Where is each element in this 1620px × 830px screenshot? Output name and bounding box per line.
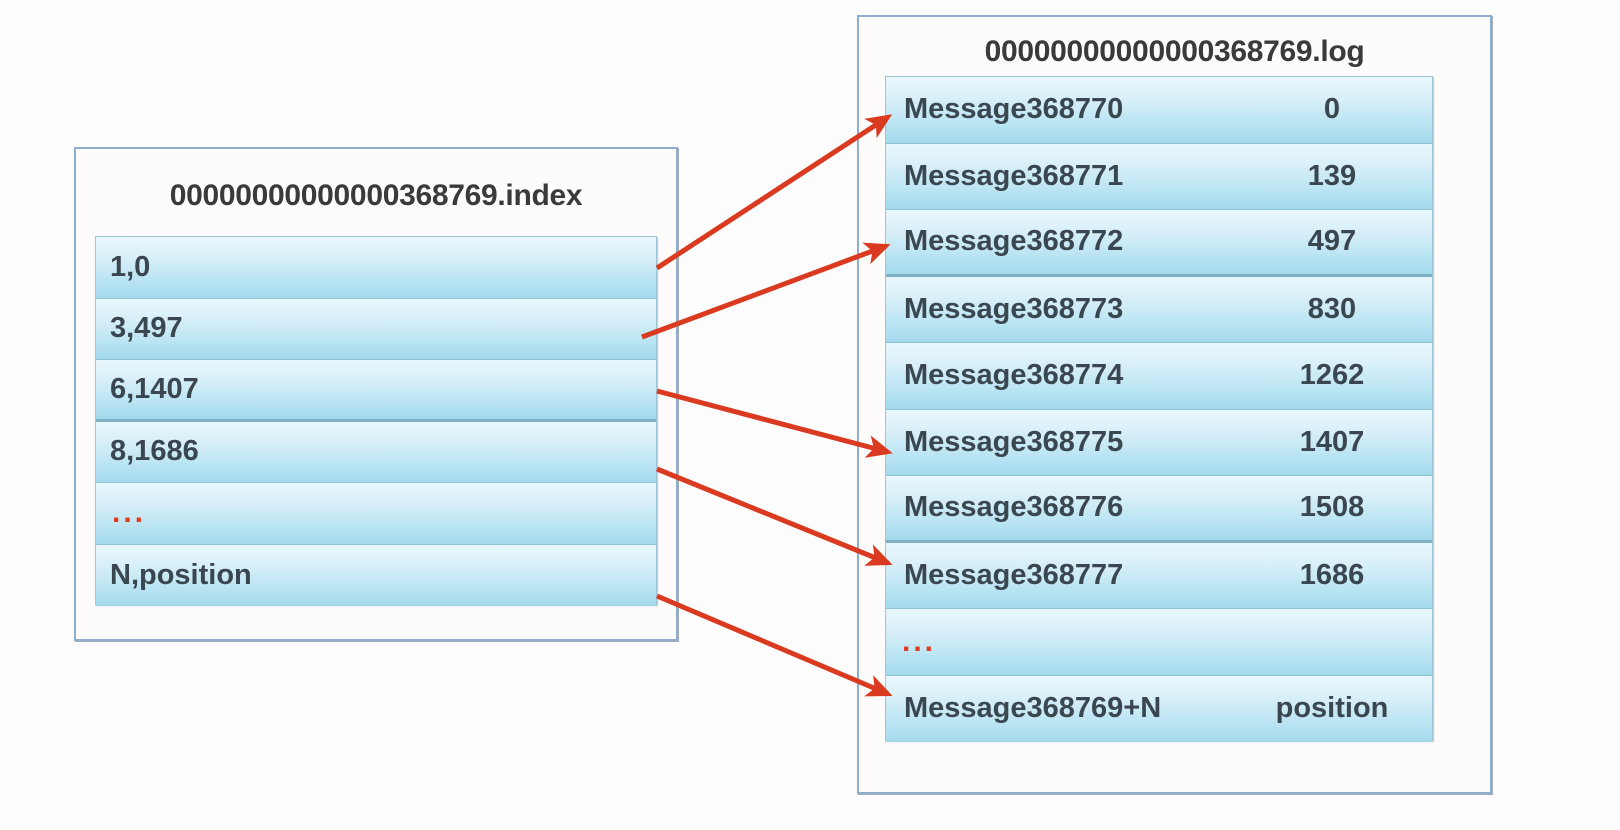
log-ellipsis: ... xyxy=(902,624,937,658)
log-message-row[interactable]: Message368775 1407 xyxy=(886,409,1432,476)
index-entry-label: 8,1686 xyxy=(110,435,199,468)
log-message-offset: 497 xyxy=(1307,225,1357,258)
index-entry-row[interactable]: 8,1686 xyxy=(96,421,656,483)
log-message-row[interactable]: Message368776 1508 xyxy=(886,476,1432,543)
index-entry-table: 1,0 3,497 6,1407 8,1686... N,position xyxy=(95,236,657,606)
log-message-offset: 1407 xyxy=(1299,425,1365,458)
index-file-panel: 00000000000000368769.index 1,0 3,497 6,140… xyxy=(74,147,678,641)
log-message-offset: 139 xyxy=(1307,159,1357,192)
log-message-row[interactable]: Message368769+N position xyxy=(886,675,1432,742)
log-message-offset: 0 xyxy=(1323,93,1341,126)
index-entry-row[interactable]: 3,497 xyxy=(96,298,656,360)
log-message-offset: 830 xyxy=(1307,292,1357,325)
index-entry-row[interactable]: 1,0 xyxy=(96,237,656,299)
log-message-label: Message368773 xyxy=(904,292,1124,325)
log-message-offset: position xyxy=(1275,692,1389,725)
arrow-index-8-to-message368777 xyxy=(656,466,893,566)
index-entry-row[interactable]: N,position xyxy=(96,544,656,606)
log-message-label: Message368770 xyxy=(904,93,1124,126)
arrow-index-1-to-message368770 xyxy=(655,114,893,271)
arrow-index-3-to-message368772 xyxy=(641,242,891,340)
log-message-row[interactable]: Message368772 497 xyxy=(886,210,1432,277)
log-message-offset: 1262 xyxy=(1299,359,1365,392)
log-message-row[interactable]: Message368777 1686 xyxy=(886,542,1432,609)
log-message-label: Message368769+N xyxy=(904,692,1162,725)
log-message-label: Message368774 xyxy=(904,359,1124,392)
log-message-offset: 1686 xyxy=(1299,558,1365,591)
log-message-row[interactable]: Message368771 139 xyxy=(886,143,1432,210)
log-message-row[interactable]: Message368770 0 xyxy=(886,77,1432,144)
log-message-label: Message368775 xyxy=(904,425,1124,458)
log-file-title: 00000000000000368769.log xyxy=(984,35,1365,68)
log-message-label: Message368777 xyxy=(904,558,1124,591)
index-ellipsis: ... xyxy=(112,496,147,530)
log-message-row[interactable]: ... xyxy=(886,609,1432,676)
index-entry-label: 3,497 xyxy=(110,312,183,345)
log-message-row[interactable]: Message368773 830 xyxy=(886,276,1432,343)
log-message-row[interactable]: Message368774 1262 xyxy=(886,343,1432,410)
log-message-label: Message368772 xyxy=(904,225,1124,258)
arrow-index-n-to-message368769n xyxy=(656,593,893,697)
index-entry-label: N,position xyxy=(110,558,252,591)
log-message-label: Message368776 xyxy=(904,491,1124,524)
log-message-offset: 1508 xyxy=(1299,491,1365,524)
index-file-title: 00000000000000368769.index xyxy=(169,179,583,212)
log-message-label: Message368771 xyxy=(904,159,1124,192)
index-entry-label: 1,0 xyxy=(110,250,151,283)
arrow-index-6-to-message368775 xyxy=(656,388,893,458)
index-entry-row[interactable]: ... xyxy=(96,483,656,545)
index-entry-row[interactable]: 6,1407 xyxy=(96,360,656,422)
index-entry-label: 6,1407 xyxy=(110,372,199,405)
